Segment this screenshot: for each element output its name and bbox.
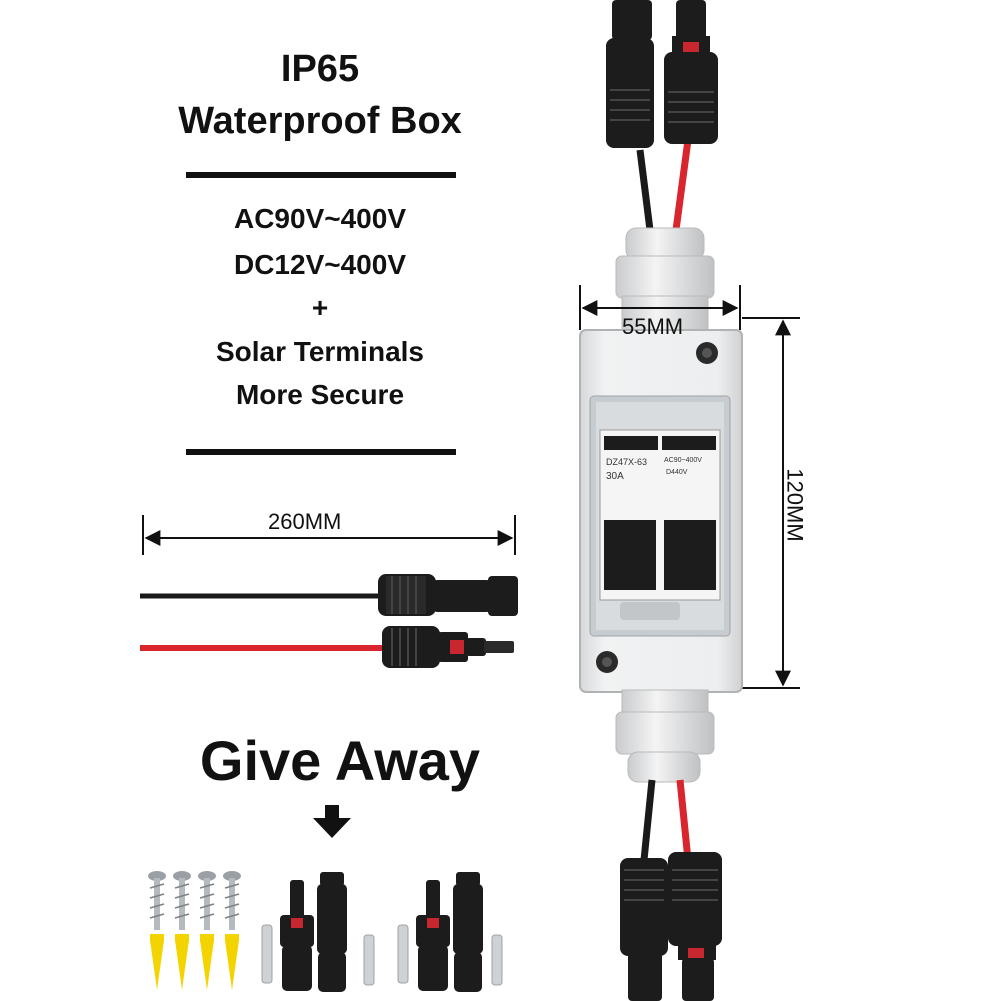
spec-dc-range: DC12V~400V (233, 249, 406, 280)
screw-2 (173, 871, 191, 990)
spec-ac-range: AC90V~400V (233, 203, 406, 234)
down-arrow-icon (313, 805, 351, 838)
bottom-cable-gland (615, 689, 715, 783)
spare-connector-set-1 (261, 872, 375, 992)
spec-plus: + (311, 292, 329, 323)
spec-more-secure: More Secure (235, 379, 405, 410)
divider-top (186, 172, 456, 178)
screw-1 (148, 871, 166, 990)
top-wires (636, 139, 692, 231)
cable-length-dimension (142, 515, 516, 555)
headline-waterproof-box: Waterproof Box (178, 100, 462, 142)
screw-4 (223, 871, 241, 990)
spare-connector-set-2 (397, 872, 503, 992)
top-connector-right (664, 0, 718, 144)
divider-bottom (186, 449, 456, 455)
breaker-ac-voltage: AC90~400V (664, 457, 702, 464)
box-width-label: 55MM (622, 314, 684, 339)
loose-cable-black (140, 574, 518, 616)
cable-length-label: 260MM (268, 509, 342, 534)
give-away-heading: Give Away (199, 729, 481, 792)
breaker-model: DZ47X-63 (606, 457, 647, 467)
screws-and-anchors (148, 871, 241, 990)
loose-cable-red (140, 626, 514, 668)
enclosure-box (579, 329, 743, 693)
breaker-rating: 30A (606, 471, 624, 482)
box-height-dimension (742, 317, 800, 689)
spec-solar-terminals: Solar Terminals (215, 336, 424, 367)
box-width-dimension (579, 285, 741, 330)
bottom-connector-left (620, 858, 668, 1001)
bottom-connector-right (668, 852, 722, 1001)
bottom-wires (640, 779, 692, 861)
breaker-dc-voltage: D440V (666, 469, 688, 476)
headline-ip65: IP65 (280, 48, 360, 90)
box-height-label: 120MM (782, 468, 808, 542)
screw-3 (198, 871, 216, 990)
top-connector-left (606, 0, 654, 148)
